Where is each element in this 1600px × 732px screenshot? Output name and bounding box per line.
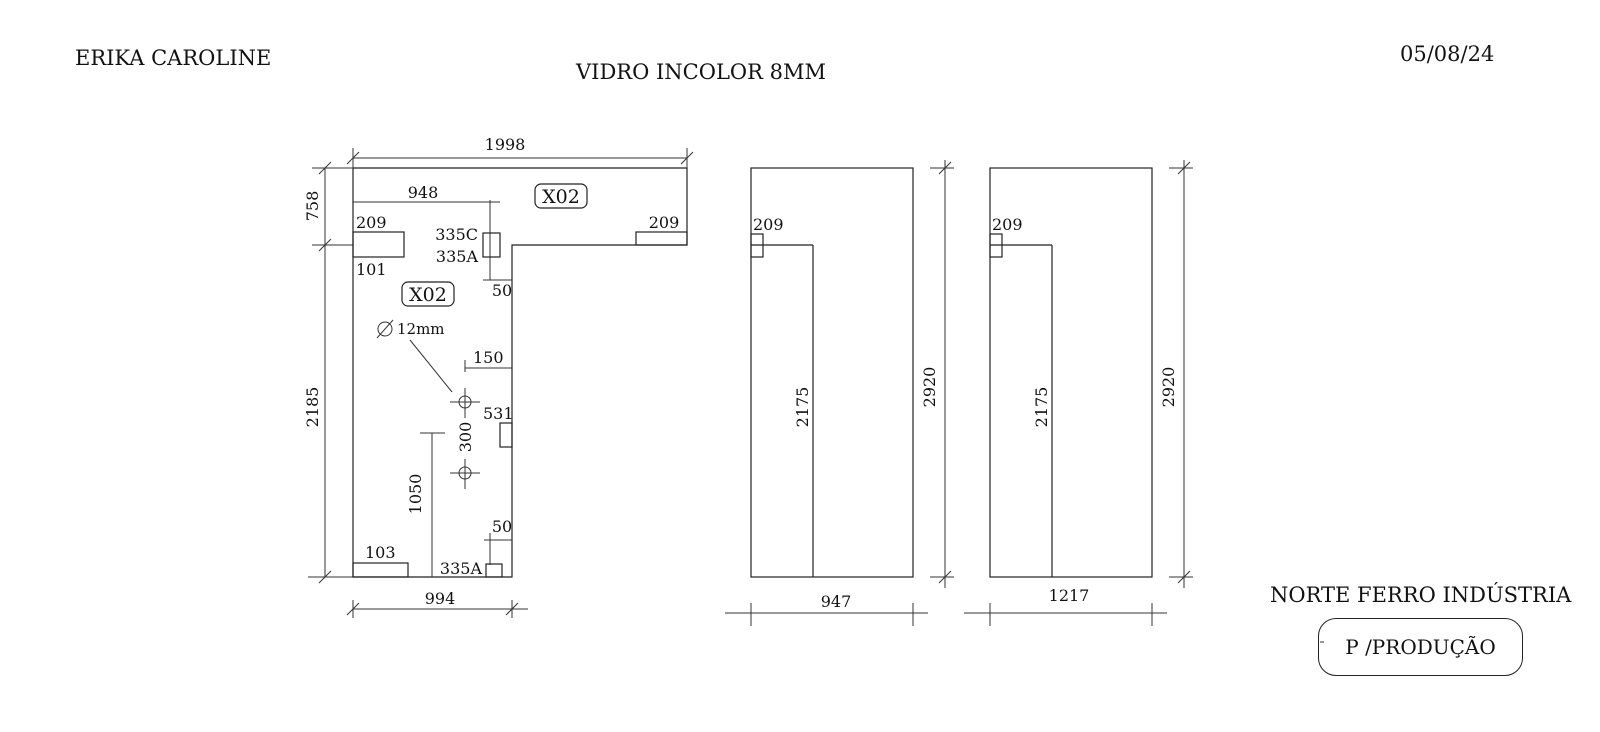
panel-3-hinge — [989, 233, 1003, 258]
drawing-date: 05/08/24 — [1400, 42, 1495, 66]
lock-335a-bottom: 335A — [440, 559, 483, 578]
dim-2185: 2185 — [303, 387, 322, 428]
panel-l-shape: 1998 758 2185 948 X02 209 209 101 335C 3… — [303, 135, 694, 618]
dim-150: 150 — [473, 348, 504, 367]
client-name: ERIKA CAROLINE — [75, 46, 272, 70]
panel-3-dim-1217: 1217 — [1049, 586, 1090, 605]
lock-box-middle — [499, 422, 513, 448]
dim-50-top: 50 — [492, 281, 512, 300]
dim-531: 531 — [483, 404, 514, 423]
lock-box-bottom — [485, 563, 503, 578]
leader-line — [409, 339, 453, 393]
dim-758: 758 — [303, 191, 322, 222]
panel-3-outline — [989, 167, 1153, 578]
production-stamp: P /PRODUÇÃO — [1318, 618, 1523, 676]
dim-50-bottom: 50 — [492, 517, 512, 536]
code-x02-bottom: X02 — [409, 284, 447, 306]
lock-335c: 335C — [435, 225, 478, 244]
panel-l-outline — [352, 167, 688, 578]
panel-3-dim-2920: 2920 — [1159, 367, 1178, 408]
hole-upper — [450, 388, 480, 418]
lock-335a: 335A — [436, 247, 479, 266]
panel-3: 209 2175 2920 1217 — [964, 160, 1193, 626]
panel-2-dim-2920: 2920 — [920, 367, 939, 408]
dim-103: 103 — [365, 543, 396, 562]
panel-2-dim-209: 209 — [753, 215, 784, 234]
lock-box-top — [482, 232, 501, 258]
panel-3-dim-209: 209 — [992, 215, 1023, 234]
code-x02-top: X02 — [542, 186, 580, 208]
hinge-top-left — [352, 231, 405, 258]
code-tag-bottom — [401, 281, 455, 307]
hinge-bottom — [352, 562, 409, 578]
dim-994: 994 — [425, 589, 456, 608]
code-tag-top — [534, 183, 588, 209]
panel-2-hinge — [750, 233, 764, 258]
panel-2: 209 2175 2920 947 — [725, 160, 954, 626]
hinge-top-right — [635, 231, 688, 246]
dim-300: 300 — [456, 422, 475, 453]
panel-3-dim-2175: 2175 — [1032, 387, 1051, 428]
dim-1998: 1998 — [485, 135, 526, 154]
panel-2-dim-2175: 2175 — [793, 387, 812, 428]
glass-spec: VIDRO INCOLOR 8MM — [576, 60, 826, 84]
dim-209-right: 209 — [649, 213, 680, 232]
company-name: NORTE FERRO INDÚSTRIA — [1270, 583, 1572, 607]
dim-948: 948 — [408, 183, 439, 202]
panel-2-outline — [750, 167, 914, 578]
dim-1050: 1050 — [406, 474, 425, 515]
dim-209-left: 209 — [356, 213, 387, 232]
hole-diameter: 12mm — [397, 320, 445, 338]
dim-101: 101 — [356, 260, 387, 279]
panel-2-dim-947: 947 — [821, 592, 852, 611]
hole-lower — [450, 459, 480, 489]
